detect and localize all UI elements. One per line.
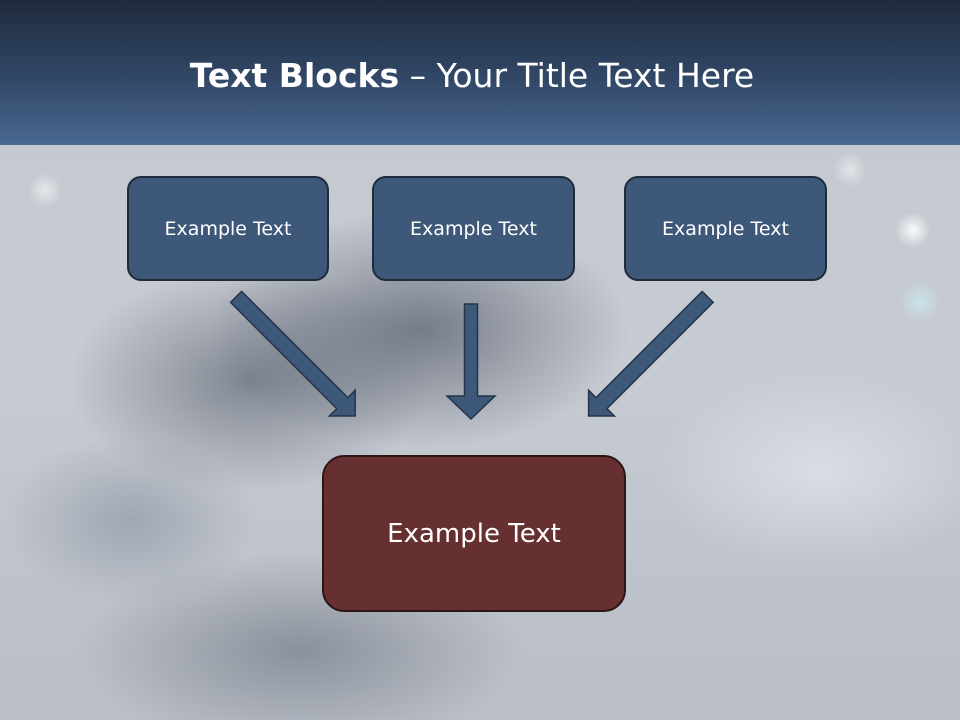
title-bold: Text Blocks bbox=[189, 56, 400, 95]
text-block-label: Example Text bbox=[662, 217, 789, 240]
bokeh-light bbox=[30, 170, 60, 210]
title-rest: Your Title Text Here bbox=[436, 56, 755, 95]
arrow-left-icon bbox=[229, 290, 356, 417]
slide-title: Text Blocks – Your Title Text Here bbox=[0, 55, 944, 97]
title-bar: Text Blocks – Your Title Text Here bbox=[0, 0, 960, 145]
bokeh-light bbox=[835, 150, 865, 190]
arrow-down-icon bbox=[445, 303, 497, 421]
main-text-block[interactable]: Example Text bbox=[322, 455, 626, 612]
text-block-center[interactable]: Example Text bbox=[372, 176, 575, 281]
text-block-right[interactable]: Example Text bbox=[624, 176, 827, 281]
main-block-label: Example Text bbox=[387, 518, 561, 549]
title-dash: – bbox=[399, 56, 437, 95]
arrow-right-icon bbox=[587, 290, 715, 417]
text-block-label: Example Text bbox=[410, 217, 537, 240]
text-block-label: Example Text bbox=[164, 217, 292, 240]
bokeh-light bbox=[900, 282, 940, 322]
bokeh-light bbox=[895, 212, 931, 248]
text-block-left[interactable]: Example Text bbox=[127, 176, 329, 281]
